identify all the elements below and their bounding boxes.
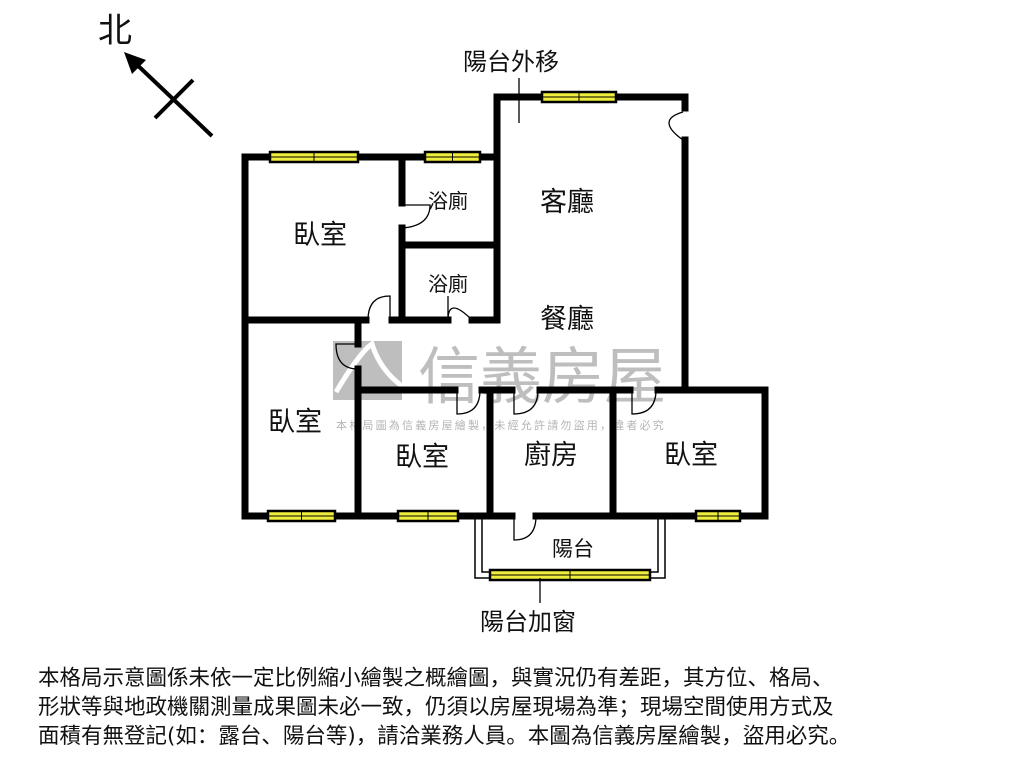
door-icon — [513, 515, 537, 541]
room-bedroom-top-left: 臥室 — [293, 220, 347, 251]
door-icon — [668, 111, 684, 141]
room-dining: 餐廳 — [540, 304, 594, 335]
room-bath-upper: 浴廁 — [428, 189, 468, 213]
room-bedroom-right: 臥室 — [664, 440, 718, 471]
room-kitchen: 廚房 — [524, 440, 578, 471]
balcony-outline — [474, 516, 666, 579]
disclaimer-line: 本格局示意圖係未依一定比例縮小繪製之概繪圖，與實況仍有差距，其方位、格局、 — [38, 666, 834, 691]
room-bedroom-middle: 臥室 — [395, 442, 449, 473]
room-bedroom-left: 臥室 — [268, 407, 322, 438]
door-icon — [401, 204, 431, 229]
doors — [335, 111, 684, 541]
door-icon — [456, 389, 481, 415]
room-bath-lower: 浴廁 — [428, 272, 468, 296]
disclaimer-line: 面積有無登記(如：露台、陽台等)，請洽業務人員。本圖為信義房屋繪製，盜用必究。 — [38, 724, 851, 749]
door-icon — [335, 343, 359, 370]
room-living: 客廳 — [540, 187, 594, 218]
north-compass-icon — [124, 52, 214, 138]
room-balcony: 陽台 — [552, 537, 594, 561]
watermark-brand: 信義房屋 — [418, 340, 666, 413]
annotation-balcony-moved-out: 陽台外移 — [463, 48, 559, 76]
door-icon — [367, 295, 391, 321]
door-icon — [513, 389, 539, 415]
disclaimer-line: 形狀等與地政機關測量成果圖未必一致，仍須以房屋現場為準；現場空間使用方式及 — [38, 695, 834, 720]
windows — [266, 90, 742, 582]
watermark: 信義房屋 本格局圖為信義房屋繪製，未經允許請勿盜用，違者必究 — [333, 340, 666, 432]
door-icon — [631, 389, 657, 415]
door-icon — [447, 296, 473, 321]
disclaimer: 本格局示意圖係未依一定比例縮小繪製之概繪圖，與實況仍有差距，其方位、格局、 形狀… — [38, 664, 998, 751]
watermark-notice: 本格局圖為信義房屋繪製，未經允許請勿盜用，違者必究 — [336, 418, 666, 432]
north-label: 北 — [98, 11, 132, 51]
annotation-balcony-window-added: 陽台加窗 — [480, 608, 576, 636]
